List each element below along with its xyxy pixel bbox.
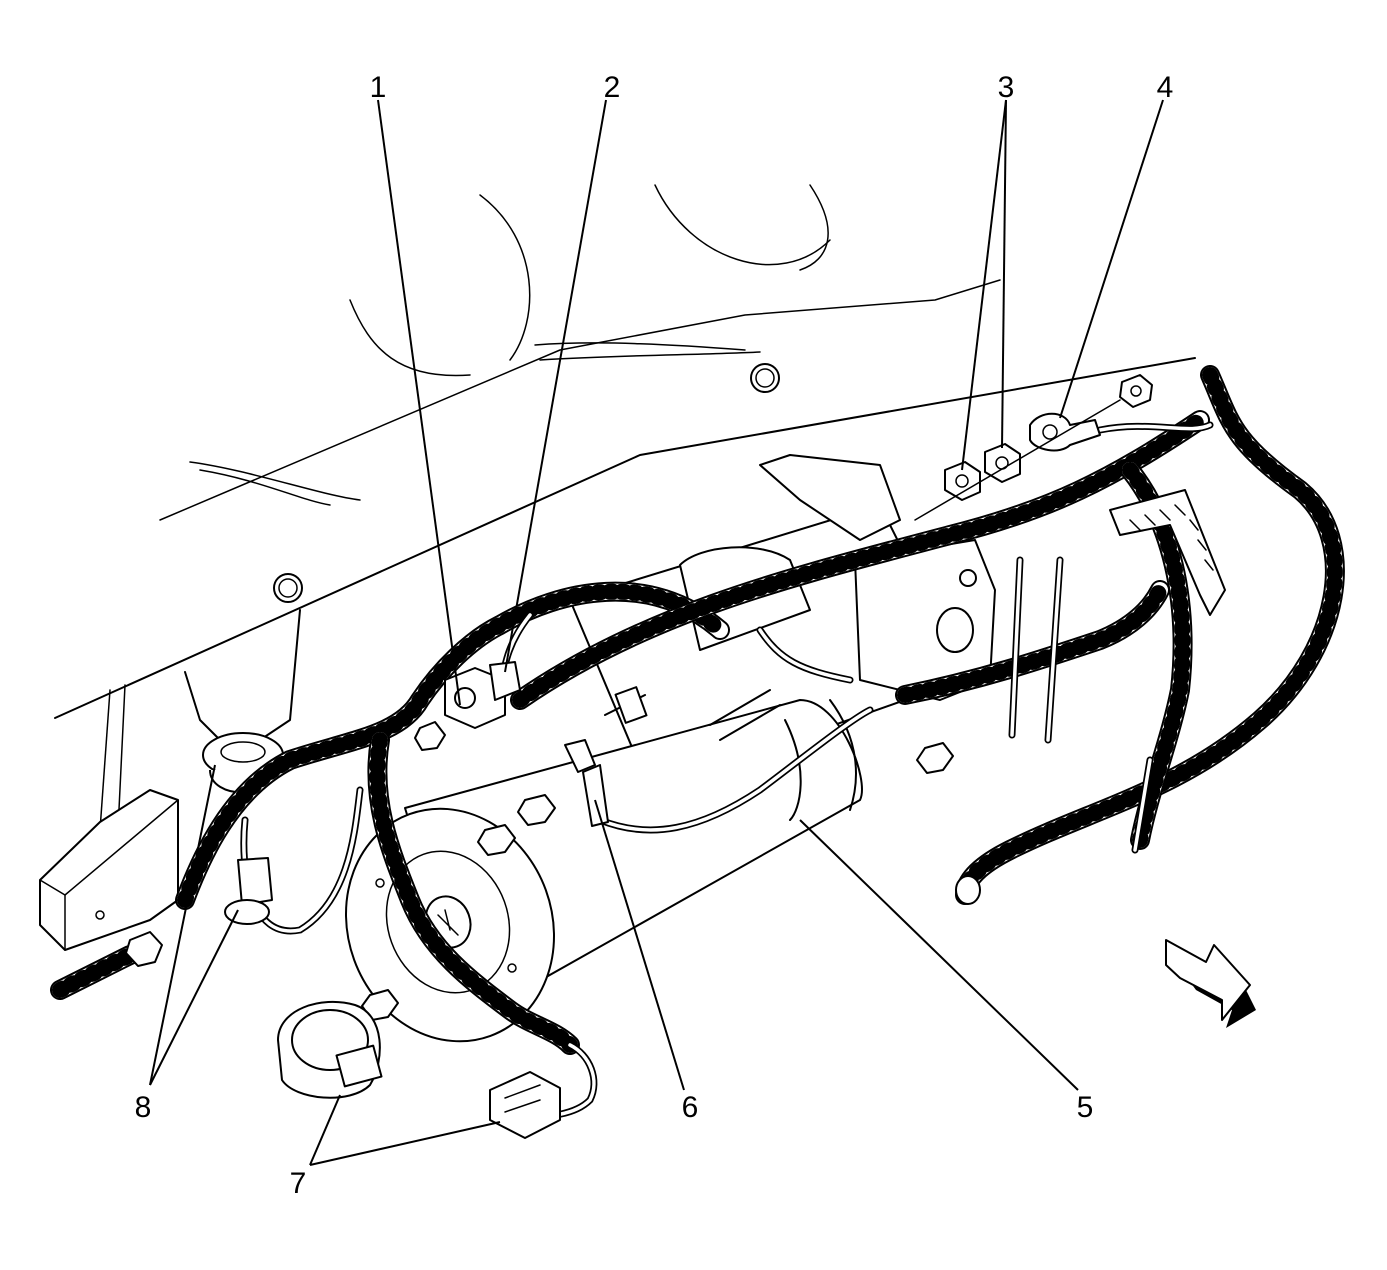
- callout-labels: 1 2 3 4 5 6 7 8: [135, 71, 1174, 1200]
- leader-line-3b: [1001, 99, 1007, 449]
- callout-7: 7: [290, 1167, 307, 1200]
- engine-block: [39, 184, 1196, 951]
- front-direction-arrow-icon: [1165, 939, 1256, 1028]
- callout-5: 5: [1077, 1091, 1094, 1124]
- callout-1: 1: [370, 71, 387, 104]
- wiring-harness: [50, 365, 1345, 1120]
- leader-lines: [149, 99, 1164, 1166]
- callout-4: 4: [1157, 71, 1174, 104]
- leader-line-3a: [961, 99, 1007, 471]
- leader-line-4: [1059, 99, 1164, 419]
- leader-line-2: [504, 99, 607, 673]
- callout-2: 2: [604, 71, 621, 104]
- leader-line-5: [799, 819, 1079, 1091]
- leader-line-8b: [149, 909, 239, 1086]
- callout-3: 3: [998, 71, 1015, 104]
- leader-line-8a: [149, 764, 216, 1086]
- leader-line-7b: [309, 1121, 501, 1166]
- callout-8: 8: [135, 1091, 152, 1124]
- callout-6: 6: [682, 1091, 699, 1124]
- leader-line-6: [594, 799, 685, 1091]
- leader-line-7a: [309, 1094, 341, 1166]
- leader-line-1: [377, 99, 461, 706]
- fasteners: [125, 374, 1153, 1139]
